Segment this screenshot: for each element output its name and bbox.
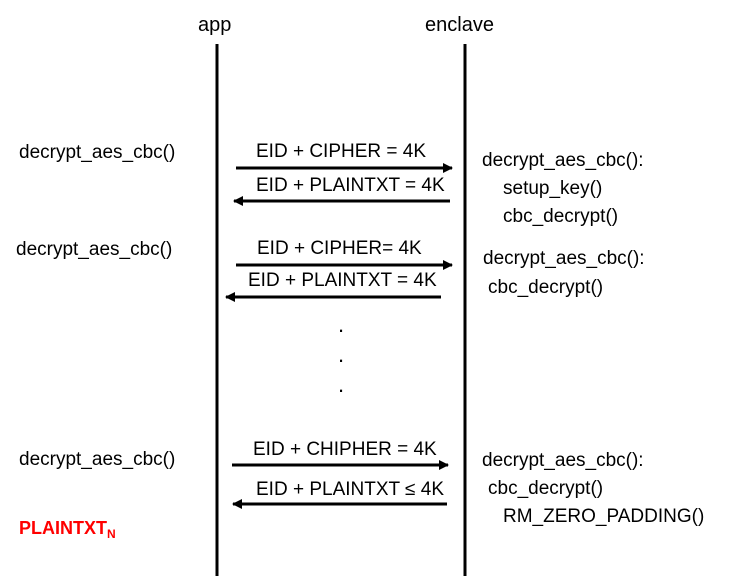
round3-enclave-line-2: cbc_decrypt() <box>488 478 604 499</box>
round2-enclave-line-2: cbc_decrypt() <box>488 277 604 298</box>
ellipsis-dot-3: . <box>338 372 345 397</box>
enclave-header: enclave <box>425 14 494 36</box>
round2-request-label: EID + CIPHER= 4K <box>257 238 422 259</box>
plaintext-result: PLAINTXTN <box>19 519 116 540</box>
round3-enclave-line-3: RM_ZERO_PADDING() <box>503 506 705 527</box>
round1-enclave-line-3: cbc_decrypt() <box>503 206 619 227</box>
round1-enclave-line-1: decrypt_aes_cbc(): <box>482 150 644 171</box>
app-header: app <box>198 14 232 36</box>
round3-enclave-line-1: decrypt_aes_cbc(): <box>482 450 644 471</box>
round1-response-label: EID + PLAINTXT = 4K <box>256 175 445 196</box>
round1-request-label: EID + CIPHER = 4K <box>256 141 427 162</box>
round2-app-call: decrypt_aes_cbc() <box>16 239 173 260</box>
plaintext-result-subscript: N <box>107 527 116 541</box>
round3-app-call: decrypt_aes_cbc() <box>19 449 176 470</box>
round3-response-label: EID + PLAINTXT ≤ 4K <box>256 479 445 500</box>
round2-response-label: EID + PLAINTXT = 4K <box>248 270 437 291</box>
plaintext-result-text: PLAINTXT <box>19 518 107 538</box>
ellipsis-dot-1: . <box>338 312 345 337</box>
round1-enclave-line-2: setup_key() <box>503 178 603 199</box>
round3-request-label: EID + CHIPHER = 4K <box>253 439 437 460</box>
round2-enclave-line-1: decrypt_aes_cbc(): <box>483 248 645 269</box>
round1-app-call: decrypt_aes_cbc() <box>19 142 176 163</box>
ellipsis-dot-2: . <box>338 342 345 367</box>
